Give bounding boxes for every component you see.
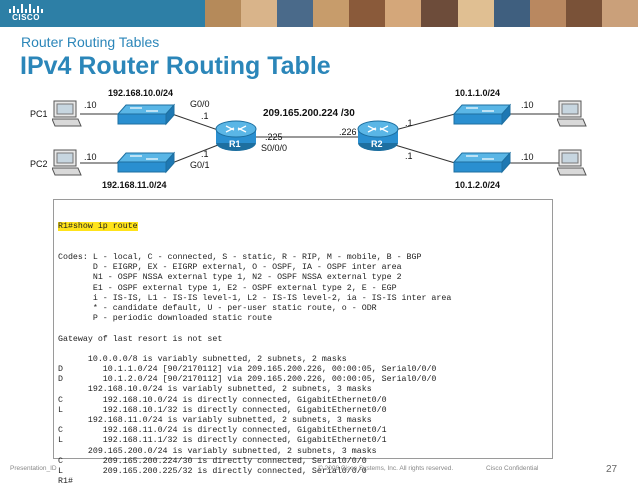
- network-label-bottom-left: 192.168.11.0/24: [102, 180, 167, 190]
- r2-serial-ip-label: .226: [339, 127, 357, 137]
- slide-title: IPv4 Router Routing Table: [20, 52, 331, 80]
- switch-top-left-icon: [116, 103, 176, 126]
- r1-g00-label: G0/0: [190, 99, 210, 109]
- cli-output-line: E1 - OSPF external type 1, E2 - OSPF ext…: [58, 283, 397, 293]
- serial-network-label: 209.165.200.224 /30: [263, 108, 355, 119]
- cisco-logo: CISCO: [4, 2, 48, 25]
- r2-bottom-ip-label: .1: [405, 151, 413, 161]
- cli-output-line: Gateway of last resort is not set: [58, 334, 223, 344]
- banner-photo-strip: [205, 0, 638, 27]
- footer-copyright: © 2008 Cisco Systems, Inc. All rights re…: [318, 465, 454, 472]
- r1-g01-label: G0/1: [190, 160, 210, 170]
- network-label-top-left: 192.168.10.0/24: [108, 88, 174, 98]
- r1-serial-ip-label: .225: [265, 132, 283, 142]
- cli-output-line: P - periodic downloaded static route: [58, 314, 273, 324]
- cli-output-line: [58, 345, 451, 355]
- pc-top-right-computer-icon: [557, 100, 587, 127]
- banner-photo: [565, 0, 602, 27]
- r1-serial-interface-label: S0/0/0: [261, 143, 288, 153]
- banner-photo: [421, 0, 458, 27]
- page-number: 27: [606, 464, 618, 475]
- r2-top-ip-label: .1: [405, 118, 413, 128]
- switch-top-right-icon: [452, 103, 512, 126]
- slide-subtitle: Router Routing Tables: [21, 34, 160, 50]
- router-r2-icon: [357, 120, 399, 151]
- r1-g00-ip-label: .1: [201, 111, 209, 121]
- header-banner: CISCO: [0, 0, 638, 27]
- cli-output-line: 209.165.200.0/24 is variably subnetted, …: [58, 446, 377, 456]
- cisco-logo-text: CISCO: [12, 13, 40, 22]
- banner-photo: [385, 0, 422, 27]
- cli-output: R1#show ip route Codes: L - local, C - c…: [58, 202, 451, 487]
- footer-presentation-id: Presentation_ID: [10, 465, 57, 472]
- cli-output-line: D 10.1.1.0/24 [90/2170112] via 209.165.2…: [58, 365, 437, 375]
- cli-output-line: L 209.165.200.225/32 is directly connect…: [58, 466, 367, 476]
- banner-photo: [205, 0, 242, 27]
- footer-confidential: Cisco Confidential: [486, 465, 539, 472]
- banner-photo: [493, 0, 530, 27]
- pc2-ip-label: .10: [84, 152, 97, 162]
- banner-photo: [601, 0, 638, 27]
- cli-output-box: R1#show ip route Codes: L - local, C - c…: [53, 199, 553, 486]
- cli-output-line: [58, 324, 451, 334]
- cli-output-line: 192.168.11.0/24 is variably subnetted, 2…: [58, 416, 372, 425]
- pc1-computer-icon: [52, 100, 82, 127]
- pc1-label: PC1: [30, 109, 48, 119]
- banner-photo: [457, 0, 494, 27]
- banner-photo: [241, 0, 278, 27]
- banner-photo: [349, 0, 386, 27]
- cli-output-line: i - IS-IS, L1 - IS-IS level-1, L2 - IS-I…: [58, 293, 452, 303]
- right-bottom-ip-label: .10: [521, 152, 534, 162]
- router-r2-label: R2: [371, 139, 383, 149]
- cli-output-line: C 209.165.200.224/30 is directly connect…: [58, 456, 367, 466]
- banner-photo: [277, 0, 314, 27]
- cli-output-line: D - EIGRP, EX - EIGRP external, O - OSPF…: [58, 263, 402, 273]
- r1-g01-ip-label: .1: [201, 149, 209, 159]
- cli-output-line: C 192.168.10.0/24 is directly connected,…: [58, 395, 387, 405]
- cli-output-line: Codes: L - local, C - connected, S - sta…: [58, 253, 422, 262]
- cli-output-line: N1 - OSPF NSSA external type 1, N2 - OSP…: [58, 273, 402, 283]
- topology-links: [80, 113, 560, 164]
- cli-command-line: R1#show ip route: [58, 222, 451, 232]
- network-label-bottom-right: 10.1.2.0/24: [455, 180, 501, 190]
- cisco-bars-icon: [9, 4, 43, 13]
- cli-output-line: L 192.168.10.1/32 is directly connected,…: [58, 405, 387, 415]
- switch-bottom-right-icon: [452, 151, 512, 174]
- cli-output-line: * - candidate default, U - per-user stat…: [58, 303, 377, 313]
- pc2-computer-icon: [52, 149, 82, 176]
- cli-prompt: R1#: [58, 222, 73, 232]
- cli-output-line: C 192.168.11.0/24 is directly connected,…: [58, 426, 387, 436]
- pc2-label: PC2: [30, 159, 48, 169]
- cli-command-highlight: R1#show ip route: [58, 222, 138, 232]
- right-top-ip-label: .10: [521, 100, 534, 110]
- network-topology: R1 R2 192.168.10.0/24 192.168.11.0/24 10…: [0, 85, 638, 195]
- banner-photo: [529, 0, 566, 27]
- router-r1-label: R1: [229, 139, 241, 149]
- cli-output-line: L 192.168.11.1/32 is directly connected,…: [58, 436, 387, 446]
- network-label-top-right: 10.1.1.0/24: [455, 88, 501, 98]
- banner-photo: [313, 0, 350, 27]
- cli-output-line: D 10.1.2.0/24 [90/2170112] via 209.165.2…: [58, 375, 437, 385]
- cli-command: show ip route: [72, 222, 138, 232]
- pc-bottom-right-computer-icon: [557, 149, 587, 176]
- router-r1-icon: [215, 120, 257, 151]
- pc1-ip-label: .10: [84, 100, 97, 110]
- switch-bottom-left-icon: [116, 151, 176, 174]
- cli-output-line: 10.0.0.0/8 is variably subnetted, 2 subn…: [58, 354, 347, 364]
- cli-output-line: 192.168.10.0/24 is variably subnetted, 2…: [58, 385, 372, 395]
